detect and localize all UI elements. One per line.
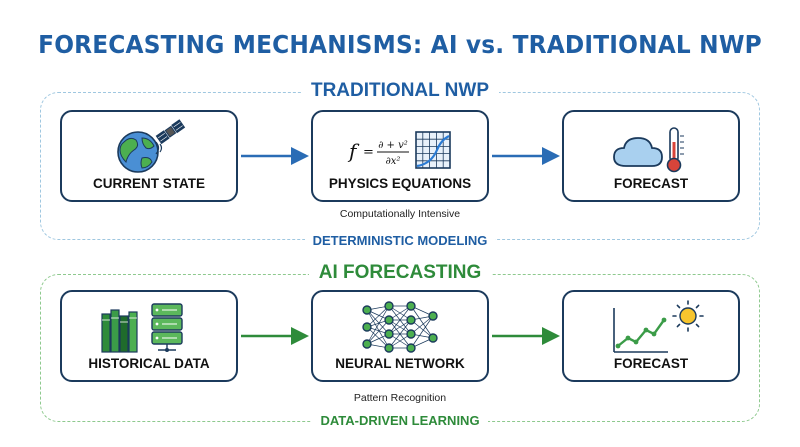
- sun-icon: [672, 300, 704, 332]
- neural-network-box: NEURAL NETWORK: [311, 290, 489, 382]
- books-icon: [101, 309, 138, 353]
- server-icon: [151, 303, 183, 352]
- ai-forecast-box: FORECAST: [562, 290, 740, 382]
- arrow-right-icon: [241, 327, 309, 345]
- current-state-box: CURRENT STATE: [60, 110, 238, 202]
- cloud-thermometer-icon: [613, 127, 684, 173]
- grid-chart-icon: [415, 131, 451, 169]
- traditional-nwp-heading: TRADITIONAL NWP: [0, 80, 800, 102]
- neural-network-label: NEURAL NETWORK: [335, 356, 465, 371]
- historical-data-label: HISTORICAL DATA: [88, 356, 210, 371]
- trend-chart-icon: [613, 308, 668, 353]
- neural-network-icon: [362, 301, 438, 353]
- equation-numerator: ∂ + v²: [378, 140, 408, 151]
- ai-forecasting-heading-text: AI FORECASTING: [308, 262, 492, 283]
- equation-equals: =: [363, 145, 374, 160]
- physics-equations-box: f = ∂ + v² ∂x² PHYSICS EQUATIONS: [311, 110, 489, 202]
- nwp-footer-text: DETERMINISTIC MODELING: [304, 233, 496, 248]
- equation-denominator: ∂x²: [386, 156, 401, 167]
- thermometer-icon: [666, 127, 684, 173]
- ai-footer-text: DATA-DRIVEN LEARNING: [312, 413, 488, 428]
- globe-satellite-icon: [117, 119, 186, 173]
- arrow-right-icon: [241, 147, 309, 165]
- current-state-label: CURRENT STATE: [93, 176, 205, 191]
- ai-note: Pattern Recognition: [353, 392, 447, 404]
- traditional-nwp-heading-text: TRADITIONAL NWP: [300, 80, 500, 101]
- physics-equations-label: PHYSICS EQUATIONS: [328, 176, 472, 191]
- equation-f: f: [347, 139, 360, 163]
- chart-sun-icon: [613, 300, 704, 353]
- ai-forecasting-heading: AI FORECASTING: [0, 262, 800, 284]
- ai-footer: DATA-DRIVEN LEARNING: [0, 413, 800, 428]
- nwp-footer: DETERMINISTIC MODELING: [0, 233, 800, 248]
- arrow-right-icon: [492, 147, 560, 165]
- nwp-note: Computationally Intensive: [339, 208, 461, 220]
- books-server-icon: [101, 303, 183, 353]
- nwp-forecast-label: FORECAST: [613, 176, 689, 191]
- nwp-forecast-box: FORECAST: [562, 110, 740, 202]
- ai-forecast-label: FORECAST: [613, 356, 689, 371]
- equation-grid-icon: f = ∂ + v² ∂x²: [347, 131, 451, 169]
- arrow-right-icon: [492, 327, 560, 345]
- historical-data-box: HISTORICAL DATA: [60, 290, 238, 382]
- page-title: FORECASTING MECHANISMS: AI vs. TRADITION…: [38, 30, 762, 59]
